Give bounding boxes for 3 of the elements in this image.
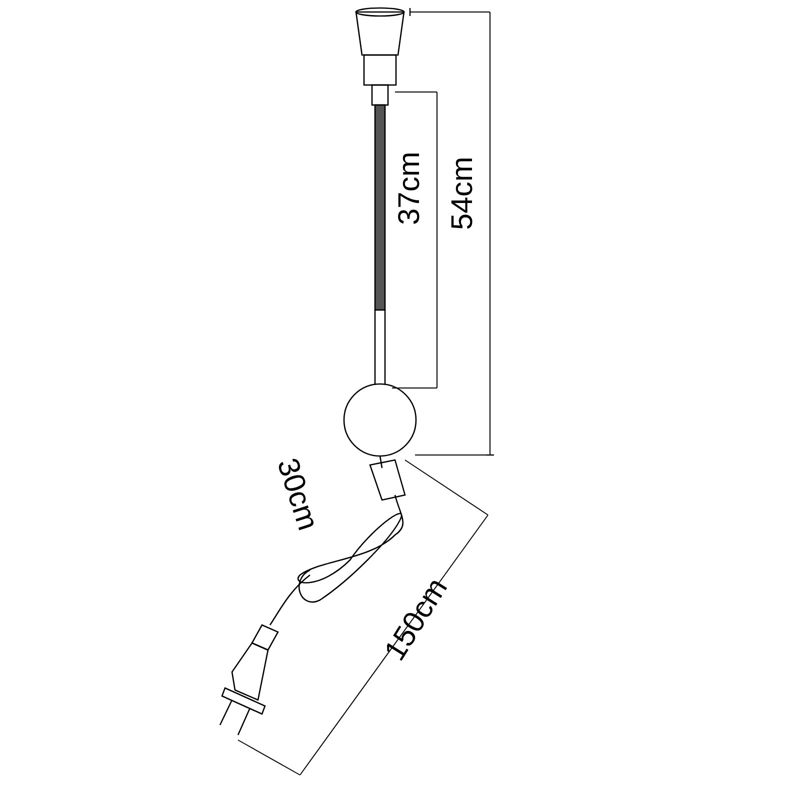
dimension-label: 30cm xyxy=(271,455,323,534)
dimension-label: 54cm xyxy=(448,156,478,230)
dimension-label: 37cm xyxy=(395,152,425,225)
